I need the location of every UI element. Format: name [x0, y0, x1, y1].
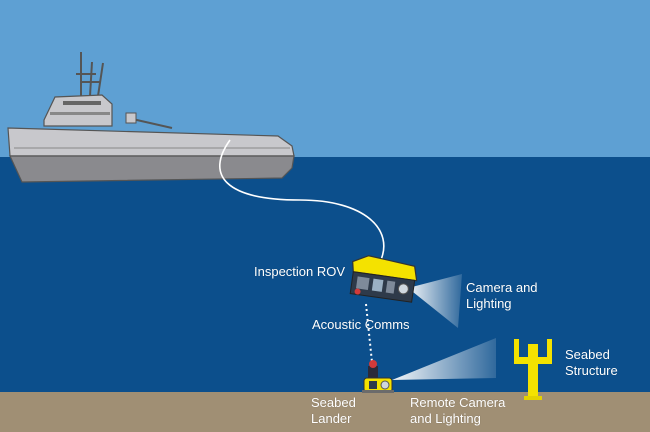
- sea: [0, 157, 650, 393]
- support-vessel: [7, 52, 295, 183]
- seabed-structure: [514, 339, 552, 400]
- label-seabed-structure: Seabed Structure: [565, 347, 618, 378]
- label-seabed-lander: Seabed Lander: [311, 395, 356, 426]
- tether-cable: [219, 139, 385, 263]
- label-acoustic-comms: Acoustic Comms: [312, 317, 410, 332]
- label-inspection-rov: Inspection ROV: [254, 264, 346, 279]
- rov-light-beam: [408, 274, 462, 328]
- label-remote-camera: Remote Camera and Lighting: [410, 395, 506, 426]
- remote-light-beam: [392, 338, 496, 380]
- seabed-lander: [362, 360, 394, 393]
- inspection-rov: [349, 255, 418, 303]
- label-camera-lighting: Camera and Lighting: [466, 280, 538, 311]
